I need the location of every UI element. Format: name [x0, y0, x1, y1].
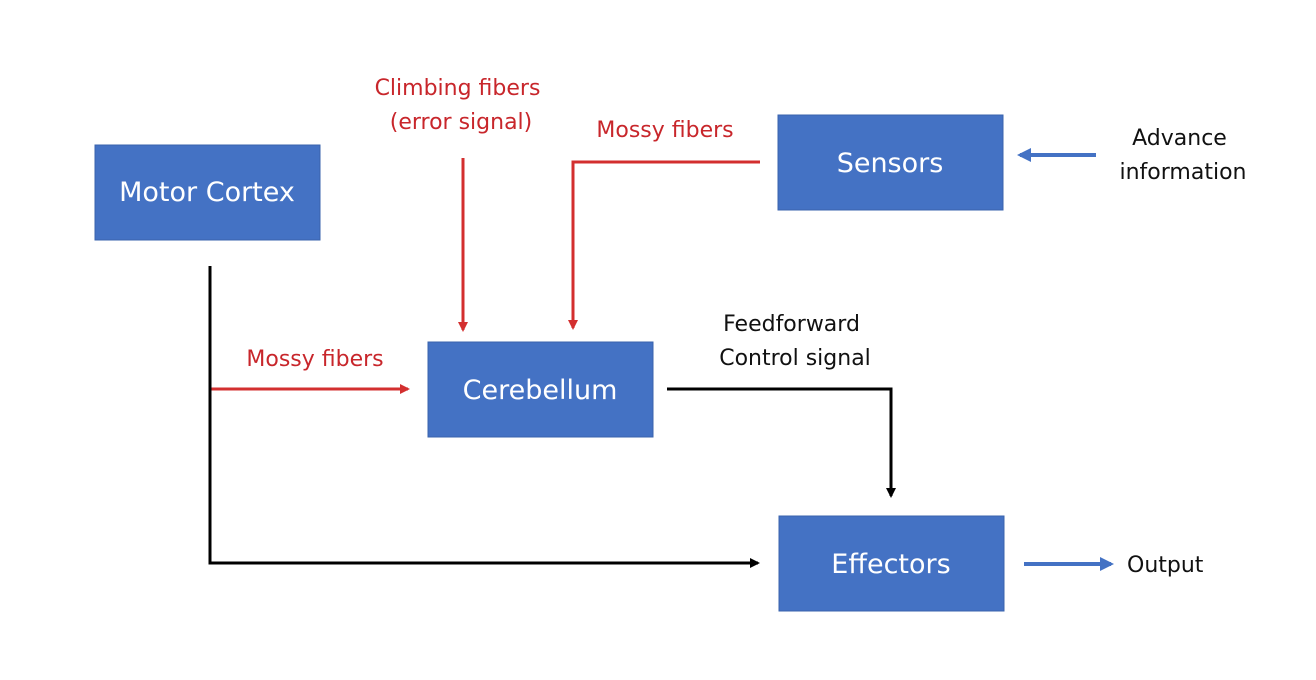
climbing-fibers-line1: Climbing fibers [375, 76, 541, 101]
motor-cortex-box [94, 144, 321, 241]
advance-line2: information [1120, 160, 1247, 185]
sensors-label: Sensors [837, 148, 944, 179]
effectors-box [778, 515, 1005, 612]
mossy-fibers-top-label: Mossy fibers [596, 118, 733, 143]
mossy-fibers-left-label: Mossy fibers [246, 347, 383, 372]
feedforward-line2: Control signal [719, 346, 871, 371]
output-label: Output [1127, 553, 1204, 578]
advance-information-label: Advance information [1120, 126, 1247, 185]
climbing-fibers-label: Climbing fibers (error signal) [375, 76, 548, 135]
sensors-node: Sensors [777, 114, 1004, 211]
climbing-fibers-line2: (error signal) [390, 110, 533, 135]
cerebellum-node: Cerebellum [427, 341, 654, 438]
feedforward-label: Feedforward Control signal [719, 312, 871, 371]
sensors-box [777, 114, 1004, 211]
cerebellum-box [427, 341, 654, 438]
feedforward-line1: Feedforward [723, 312, 860, 337]
effectors-node: Effectors [778, 515, 1005, 612]
effectors-label: Effectors [831, 549, 950, 580]
cortex-to-effectors-arrow [208, 266, 760, 568]
motor-cortex-node: Motor Cortex [94, 144, 321, 241]
mossy-fibers-sensor-arrow [568, 160, 760, 330]
feedforward-arrow [667, 387, 896, 498]
cerebellum-label: Cerebellum [463, 375, 618, 406]
motor-cortex-label: Motor Cortex [119, 177, 295, 208]
advance-line1: Advance [1132, 126, 1227, 151]
